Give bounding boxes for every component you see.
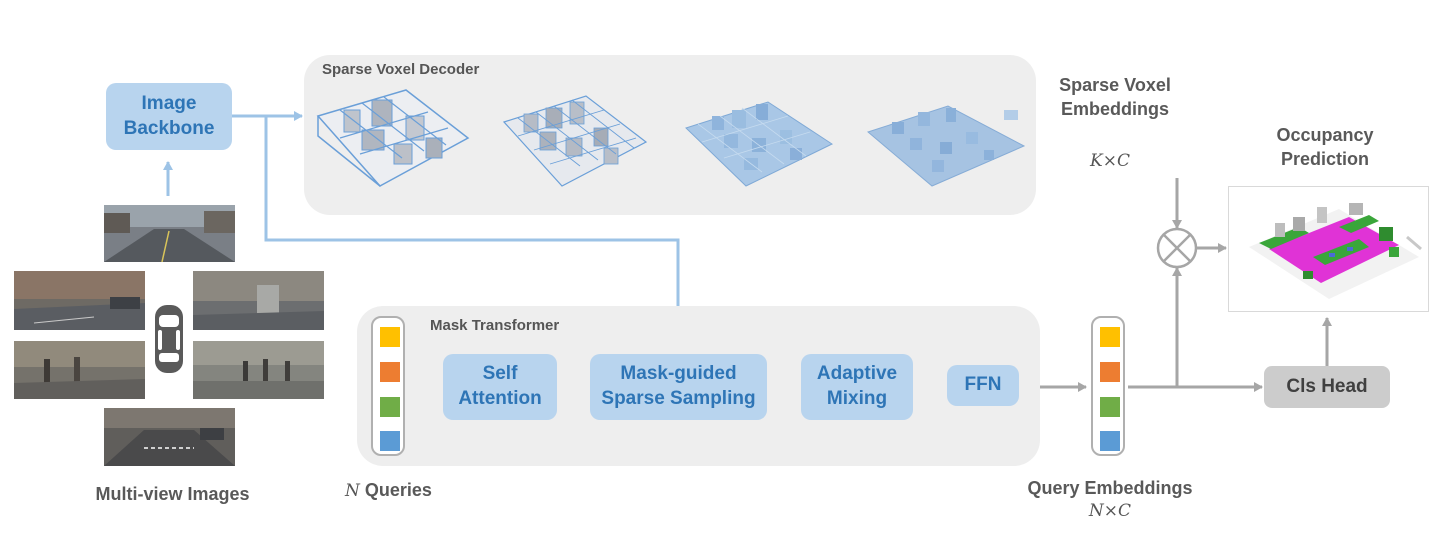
- queries-text: Queries: [364, 480, 432, 500]
- image-backbone-block[interactable]: Image Backbone: [106, 83, 232, 150]
- query-square-1: [380, 327, 400, 347]
- voxel-stage-4: [866, 98, 1026, 190]
- n-queries-label: N Queries: [345, 478, 432, 503]
- camera-image-back-right: [193, 341, 324, 399]
- self-attention-block[interactable]: Self Attention: [443, 354, 557, 420]
- sparse-voxel-embeddings-label: Sparse Voxel Embeddings: [1059, 75, 1171, 120]
- k-times-c-label: K×C: [1090, 151, 1130, 171]
- camera-image-front-left: [14, 271, 145, 330]
- query-embeddings-label: Query Embeddings: [1027, 478, 1193, 498]
- car-top-view-icon: [152, 303, 186, 380]
- occupancy-prediction-image: [1228, 186, 1429, 312]
- embedding-square-1: [1100, 327, 1120, 347]
- camera-image-front-right: [193, 271, 324, 330]
- voxel-stage-2: [500, 92, 650, 190]
- embedding-square-3: [1100, 397, 1120, 417]
- camera-image-back-left: [14, 341, 145, 399]
- query-square-3: [380, 397, 400, 417]
- mask-transformer-title: Mask Transformer: [430, 317, 560, 334]
- occupancy-prediction-label: Occupancy Prediction: [1276, 125, 1374, 170]
- query-square-4: [380, 431, 400, 451]
- voxel-stage-3: [684, 96, 834, 190]
- query-embeddings-column: [1091, 316, 1125, 456]
- embedding-square-2: [1100, 362, 1120, 382]
- camera-image-back: [104, 408, 235, 466]
- camera-image-front: [104, 205, 235, 262]
- adaptive-mixing-block[interactable]: Adaptive Mixing: [801, 354, 913, 420]
- queries-column: [371, 316, 405, 456]
- voxel-stage-1: [314, 86, 472, 190]
- sparse-voxel-decoder-title: Sparse Voxel Decoder: [322, 61, 480, 78]
- arrow-backbone-to-sampling: [264, 116, 683, 353]
- multiview-images-label: Multi-view Images: [95, 484, 250, 504]
- mask-guided-sparse-sampling-block[interactable]: Mask-guided Sparse Sampling: [590, 354, 767, 420]
- circled-times-icon: [1156, 227, 1198, 269]
- embedding-square-4: [1100, 431, 1120, 451]
- query-square-2: [380, 362, 400, 382]
- n-times-c-label: N×C: [1088, 501, 1132, 521]
- n-symbol: N: [345, 481, 360, 501]
- cls-head-block[interactable]: Cls Head: [1264, 366, 1390, 408]
- ffn-block[interactable]: FFN: [947, 365, 1019, 406]
